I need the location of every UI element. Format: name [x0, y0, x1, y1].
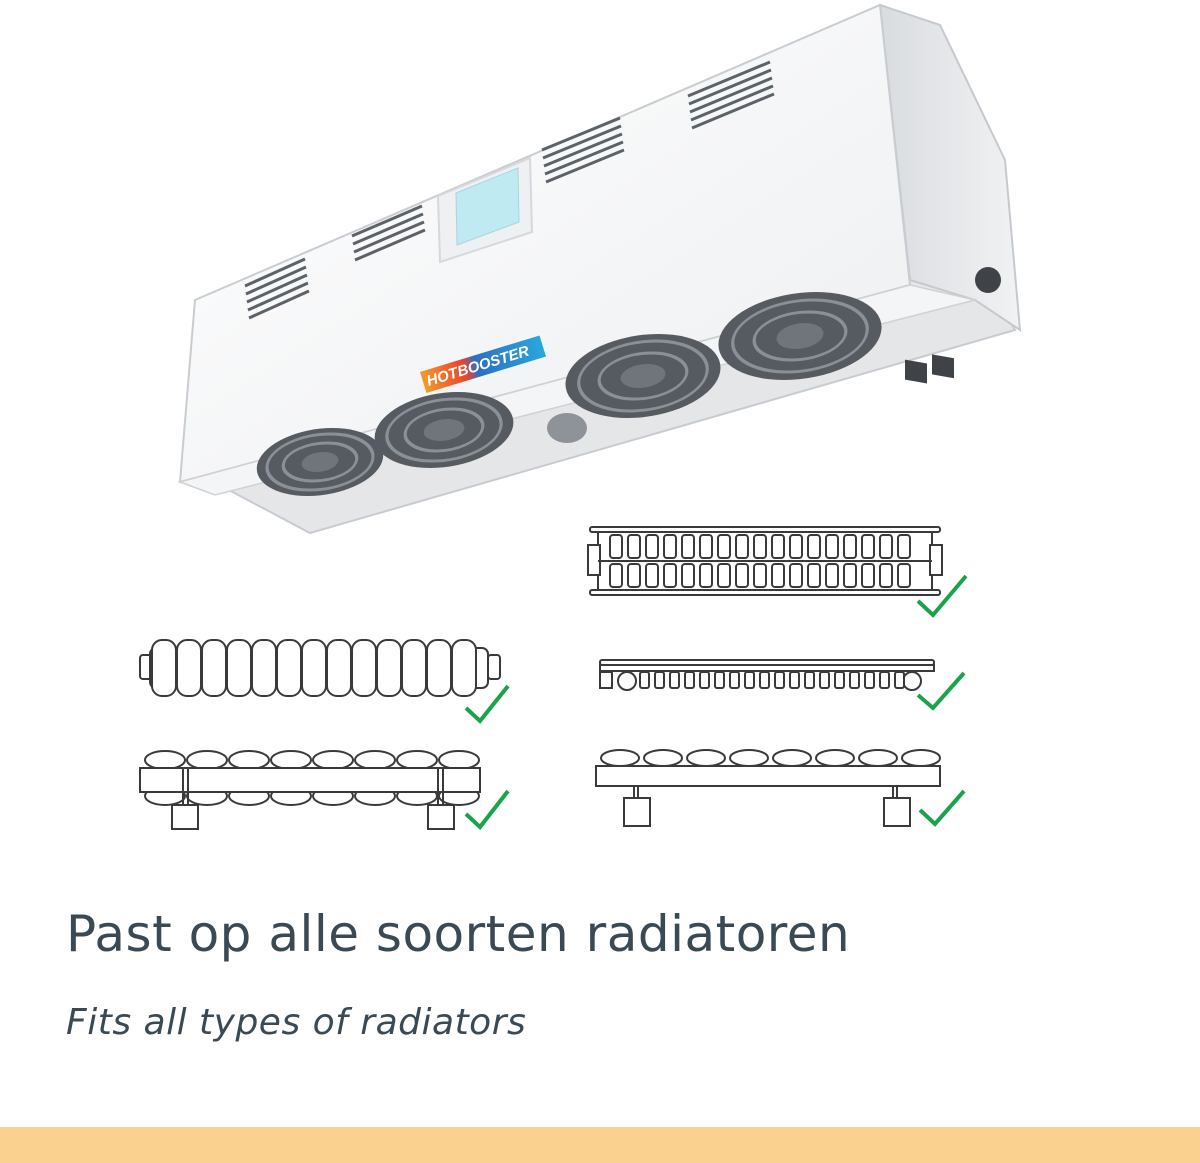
sensor-knob: [547, 413, 587, 443]
check-icon-3: [916, 574, 968, 618]
power-connector: [975, 267, 1001, 293]
port-1: [905, 359, 927, 384]
panel-radiator-low-front-view: [599, 659, 935, 691]
fan-2: [374, 392, 514, 468]
panel-radiator-double-front-view: [587, 526, 943, 596]
column-radiator-top-view: [139, 750, 481, 830]
check-icon-2: [464, 789, 510, 830]
fan-3: [565, 334, 721, 418]
vent-grille-1: [244, 257, 310, 320]
port-2: [932, 354, 954, 379]
check-icon-1: [464, 684, 510, 724]
fan-4: [718, 292, 882, 380]
vent-grille-2: [351, 204, 426, 262]
hotbooster-product-image: HOT BOOSTER: [177, 3, 1022, 535]
headline: Past op alle soorten radiatoren: [66, 905, 851, 963]
vent-grille-4: [687, 60, 775, 130]
fan-1: [256, 428, 384, 496]
check-icon-4: [916, 671, 966, 711]
display-screen: [455, 167, 520, 246]
panel-radiator-top-view: [595, 749, 941, 827]
check-icon-5: [918, 789, 966, 827]
subline: Fits all types of radiators: [66, 1002, 527, 1043]
column-radiator-front-view: [139, 639, 501, 697]
bottom-color-band: [0, 1127, 1200, 1163]
vent-grille-3: [541, 116, 625, 184]
radiator-diagrams: [139, 526, 968, 830]
